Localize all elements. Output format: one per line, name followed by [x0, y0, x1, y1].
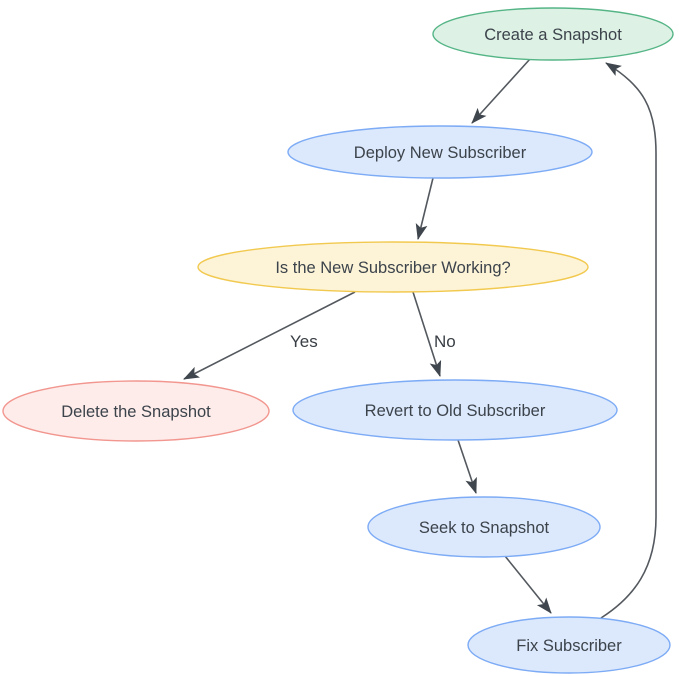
deploy-new-subscriber-shape	[287, 125, 593, 179]
seek-to-snapshot-shape	[367, 496, 601, 558]
node-seek-to-snapshot: Seek to Snapshot	[367, 496, 601, 558]
edges-layer	[183, 58, 657, 619]
revert-old-subscriber-label: Revert to Old Subscriber	[365, 402, 546, 420]
node-create-snapshot: Create a Snapshot	[432, 7, 674, 61]
is-working-label: Is the New Subscriber Working?	[275, 259, 510, 277]
node-is-working: Is the New Subscriber Working?	[197, 241, 589, 293]
revert-old-subscriber-shape	[292, 379, 618, 441]
delete-snapshot-shape	[2, 380, 270, 442]
edge-label-yes: Yes	[290, 332, 318, 351]
is-working-shape	[197, 241, 589, 293]
edge-label-no: No	[434, 332, 456, 351]
edge-fix-to-create	[600, 62, 657, 619]
seek-to-snapshot-label: Seek to Snapshot	[419, 519, 550, 537]
edge-working-to-revert	[412, 291, 442, 377]
deploy-new-subscriber-label: Deploy New Subscriber	[354, 144, 527, 162]
fix-subscriber-shape	[467, 616, 671, 674]
edge-deploy-to-working	[415, 177, 434, 240]
edge-create-to-deploy	[471, 58, 531, 124]
node-fix-subscriber: Fix Subscriber	[467, 616, 671, 674]
fix-subscriber-label: Fix Subscriber	[516, 637, 622, 655]
node-delete-snapshot: Delete the Snapshot	[2, 380, 270, 442]
node-revert-old-subscriber: Revert to Old Subscriber	[292, 379, 618, 441]
edge-seek-to-fix	[504, 555, 552, 614]
node-deploy-new-subscriber: Deploy New Subscriber	[287, 125, 593, 179]
create-snapshot-shape	[432, 7, 674, 61]
edge-working-to-delete	[183, 291, 356, 380]
delete-snapshot-label: Delete the Snapshot	[61, 403, 211, 421]
create-snapshot-label: Create a Snapshot	[484, 26, 622, 44]
edge-labels-layer: Yes No	[290, 332, 456, 351]
edge-revert-to-seek	[457, 439, 477, 494]
